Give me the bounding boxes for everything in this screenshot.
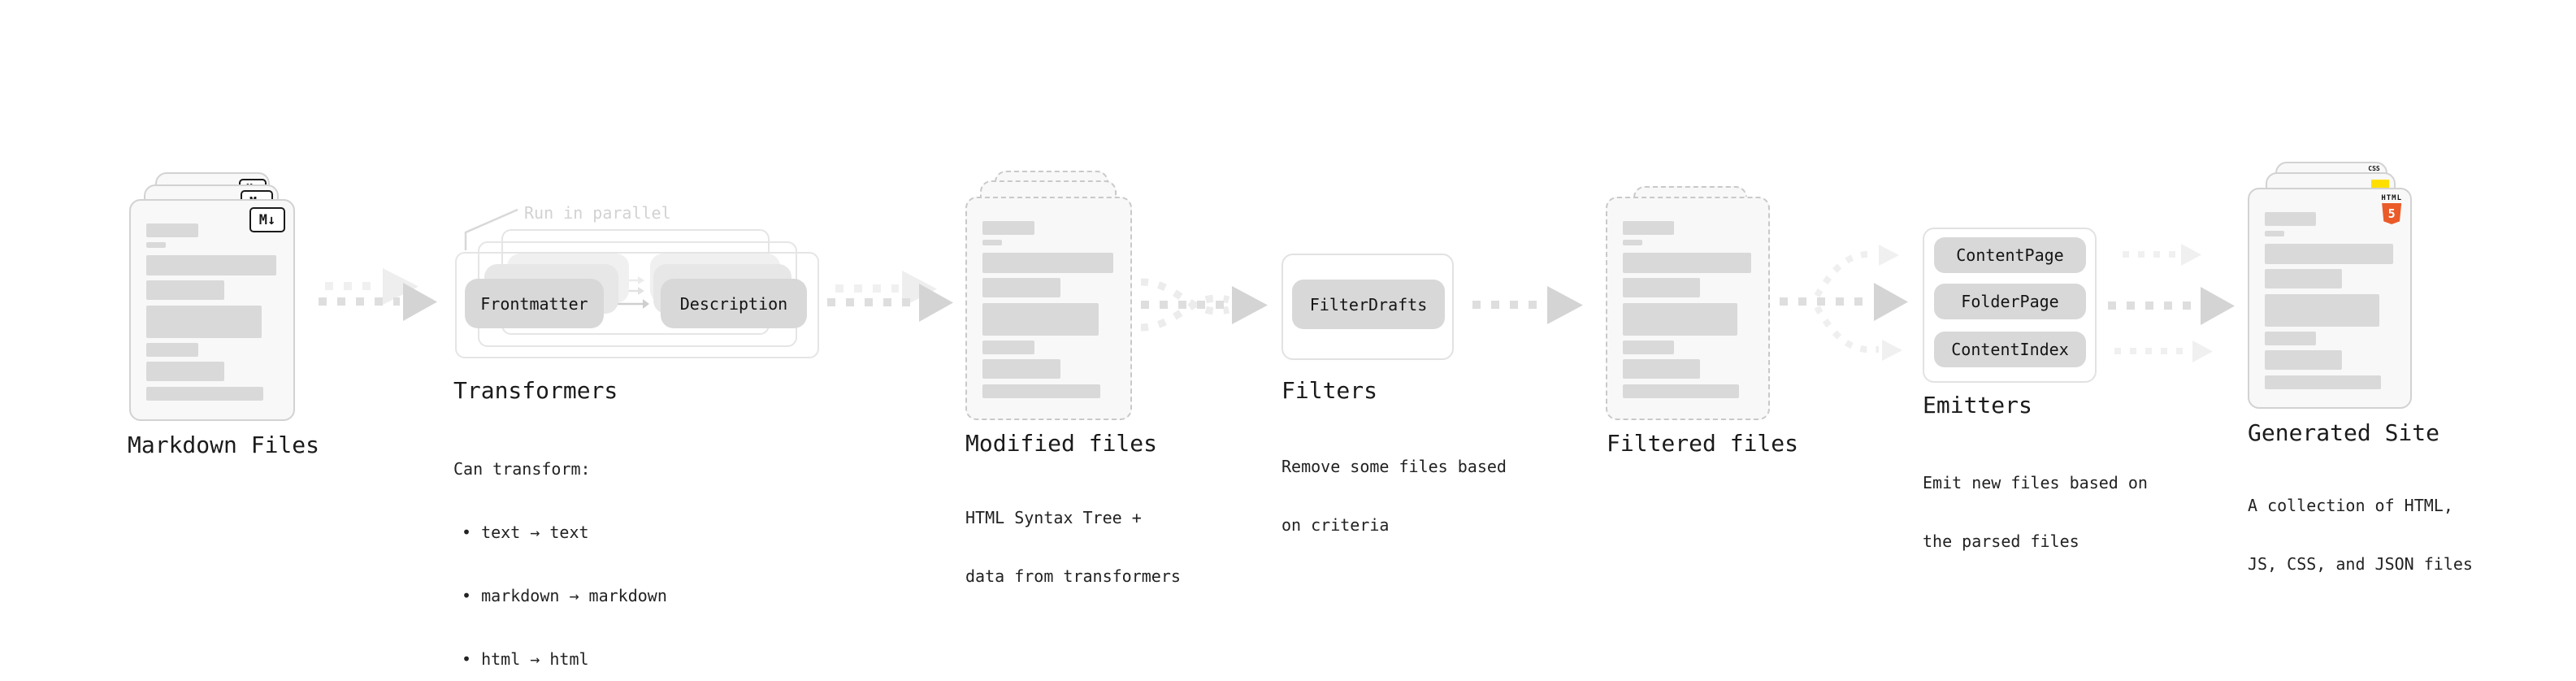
text-line-bar [146,280,224,300]
folderpage-pill: FolderPage [1934,284,2086,319]
text-line-bar [1623,253,1752,273]
text-line-bar [146,343,198,357]
text-line-bar [982,359,1061,379]
description-line: Remove some files based [1281,457,1507,476]
text-line-bar [982,253,1113,273]
description-line: • markdown → markdown [462,586,667,605]
modified-file-card-front [965,197,1132,420]
text-line-bar [146,362,224,381]
description-line: on criteria [1281,515,1390,535]
contentpage-pill: ContentPage [1934,237,2086,273]
arrow-transformers-to-modified [827,271,953,322]
stage-title-transformers: Transformers [453,377,618,404]
text-line-bar [982,278,1061,297]
arrow-emitters-to-site [2108,244,2235,362]
text-line-bar [1623,384,1739,398]
modified-files-description: HTML Syntax Tree + data from transformer… [965,469,1181,625]
emitters-description: Emit new files based on the parsed files [1923,434,2148,590]
description-line: A collection of HTML, [2248,496,2453,515]
text-line-bar [146,242,166,248]
html5-icon-label: HTML [2381,194,2402,202]
filters-description: Remove some files based on criteria [1281,418,1507,574]
arrow-filtered-to-emitters [1780,245,1908,361]
text-line-bar [1623,303,1737,336]
text-line-bar [1623,278,1701,297]
text-line-bar [2265,231,2284,236]
filterdrafts-pill: FilterDrafts [1292,280,1445,329]
stage-title-emitters: Emitters [1923,392,2032,419]
description-pill: Description [661,279,807,328]
text-line-bar [982,303,1099,336]
description-line: the parsed files [1923,531,2079,551]
description-line: HTML Syntax Tree + [965,508,1142,527]
text-line-bar [146,223,198,237]
stage-title-filters: Filters [1281,377,1378,404]
text-line-bar [2265,244,2394,264]
note-leader-line [464,208,518,250]
stage-title-generated-site: Generated Site [2248,419,2440,446]
stage-title-markdown-files: Markdown Files [128,432,320,458]
description-line: data from transformers [965,566,1181,586]
site-file-card-front: HTML 5 [2248,188,2412,409]
arrow-filters-to-filtered [1472,286,1583,324]
text-line-bar [1623,340,1675,354]
text-line-bar [2265,375,2381,389]
text-line-bar [2265,350,2343,370]
stage-title-modified-files: Modified files [965,430,1158,457]
text-line-bar [2265,294,2379,327]
filtered-file-card-front [1606,197,1770,420]
arrow-markdown-to-transformers [319,268,437,321]
description-line: Can transform: [453,459,591,479]
contentindex-pill: ContentIndex [1934,332,2086,367]
text-line-bar [1623,240,1642,245]
text-line-bar [146,306,262,338]
description-line: Emit new files based on [1923,473,2148,492]
description-line: • html → html [462,649,589,669]
text-line-bar [982,384,1100,398]
description-line: JS, CSS, and JSON files [2248,554,2473,574]
markdown-file-card-front: M↓ [129,199,295,421]
transformers-description: Can transform: • text → text • markdown … [453,416,667,681]
text-line-bar [2265,269,2343,288]
text-line-bar [1623,359,1701,379]
frontmatter-pill: Frontmatter [465,279,604,328]
html5-icon-number: 5 [2387,206,2396,221]
text-line-bar [982,340,1035,354]
html5-icon: HTML 5 [2381,195,2402,224]
text-line-bar [146,255,276,275]
text-line-bar [982,240,1003,245]
text-line-bar [2265,212,2317,226]
arrow-modified-to-filters [1140,278,1268,332]
text-line-bar [982,221,1035,235]
markdown-icon-glyph: M↓ [258,211,276,228]
html5-icon-shield: 5 [2382,203,2402,224]
css-icon-label: CSS [2368,165,2380,172]
text-line-bar [146,387,263,401]
markdown-icon: M↓ [249,207,285,232]
js-icon [2371,180,2389,190]
description-line: • text → text [462,523,589,542]
transformer-box-front [455,252,819,358]
text-line-bar [1623,221,1675,235]
run-in-parallel-note: Run in parallel [524,203,671,223]
stage-title-filtered-files: Filtered files [1607,430,1799,457]
text-line-bar [2265,332,2317,345]
generated-site-description: A collection of HTML, JS, CSS, and JSON … [2248,457,2473,613]
